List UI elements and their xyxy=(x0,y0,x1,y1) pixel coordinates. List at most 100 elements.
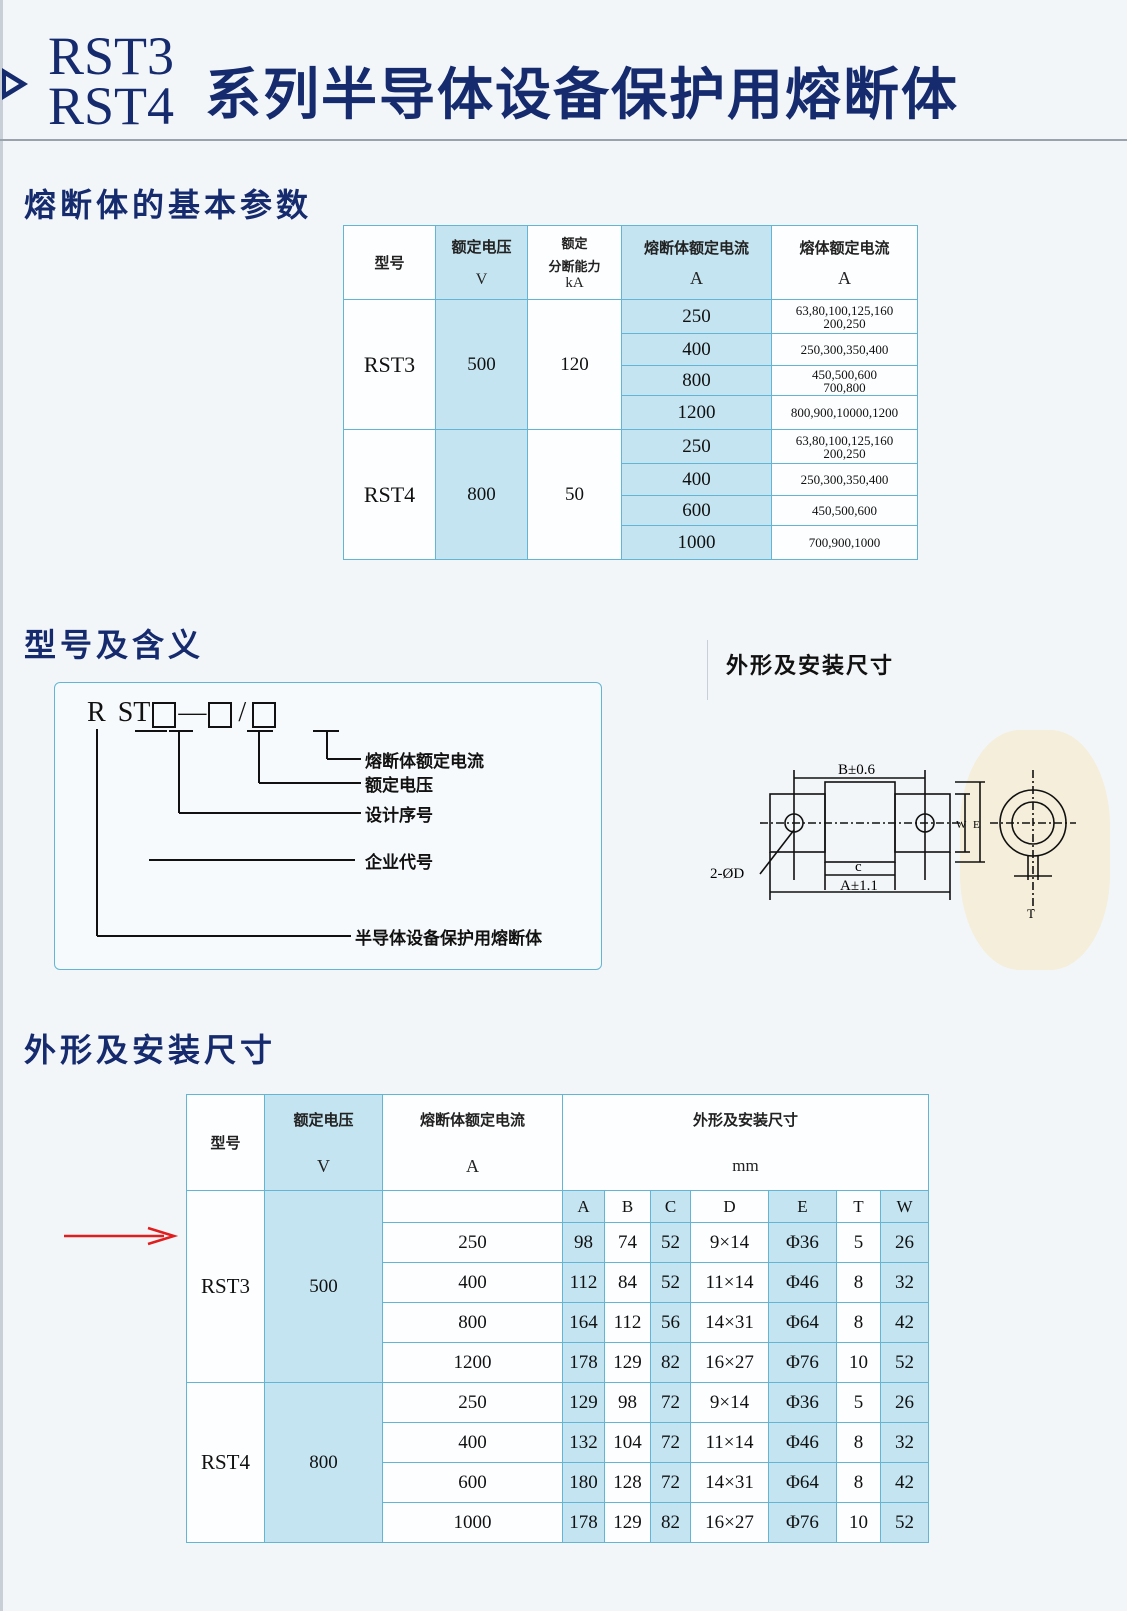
params-breaking-cell: 50 xyxy=(527,429,622,560)
params-fuse-current-cell: 600 xyxy=(621,495,772,526)
header-model-1: RST3 xyxy=(48,26,175,86)
dims-value-cell: 84 xyxy=(604,1262,651,1303)
dims-value-cell: 178 xyxy=(562,1502,605,1543)
dims-value-cell: 180 xyxy=(562,1462,605,1503)
dims-value-cell: 8 xyxy=(836,1262,881,1303)
params-fuse-current-cell: 250 xyxy=(621,429,772,464)
params-melt-current-cell: 450,500,600 xyxy=(771,495,918,526)
dims-value-cell: Φ36 xyxy=(768,1222,837,1263)
dims-col-letter: B xyxy=(604,1190,651,1223)
melt-current-line: 700,800 xyxy=(823,379,866,395)
dims-value-cell: 5 xyxy=(836,1382,881,1423)
code-slot-current xyxy=(252,701,277,728)
dim-label-a: A±1.1 xyxy=(840,878,878,894)
params-fuse-current-cell: 1200 xyxy=(621,395,772,430)
dims-current-cell: 1000 xyxy=(382,1502,563,1543)
meaning-label-current: 熔断体额定电流 xyxy=(365,752,484,772)
dims-value-cell: 98 xyxy=(604,1382,651,1423)
dims-col-letter: C xyxy=(650,1190,691,1223)
dims-section-title: 外形及安装尺寸 xyxy=(24,1031,277,1069)
melt-current-line: 250,300,350,400 xyxy=(800,472,889,487)
dims-header-model: 型号 xyxy=(186,1094,265,1191)
dims-value-cell: 9×14 xyxy=(690,1382,769,1423)
dim-label-e: E xyxy=(973,819,980,831)
dims-value-cell: 42 xyxy=(879,1302,930,1343)
dims-value-cell: Φ64 xyxy=(768,1462,837,1503)
dims-value-cell: 56 xyxy=(650,1302,691,1343)
params-section-title: 熔断体的基本参数 xyxy=(24,186,313,224)
dims-value-cell: Φ76 xyxy=(768,1342,837,1383)
params-row: 400 250,300,350,400 xyxy=(344,463,918,496)
melt-current-line: 63,80,100,125,160 xyxy=(795,432,894,448)
meaning-label-company: 企业代号 xyxy=(365,853,433,873)
params-voltage-cell: 800 xyxy=(435,429,528,560)
params-header-model: 型号 xyxy=(343,225,436,300)
dims-current-cell: 250 xyxy=(382,1382,563,1423)
drawing-title: 外形及安装尺寸 xyxy=(726,654,895,679)
melt-current-line: 250,300,350,400 xyxy=(800,342,889,357)
dims-value-cell: 16×27 xyxy=(690,1342,769,1383)
dims-current-cell: 400 xyxy=(382,1422,563,1463)
dims-value-cell: 112 xyxy=(562,1262,605,1303)
dims-col-letter: T xyxy=(836,1190,881,1223)
params-model-cell: RST4 xyxy=(343,429,436,560)
dims-value-cell: 10 xyxy=(836,1502,881,1543)
params-row: 1200 800,900,10000,1200 xyxy=(344,395,918,430)
dims-col-letter: W xyxy=(879,1190,930,1223)
header-model-2: RST4 xyxy=(48,76,175,136)
dims-value-cell: 8 xyxy=(836,1302,881,1343)
params-voltage-cell: 500 xyxy=(435,299,528,430)
dims-col-letter: E xyxy=(768,1190,837,1223)
dims-model-cell: RST4 xyxy=(186,1382,265,1543)
dims-value-cell: 26 xyxy=(879,1382,930,1423)
dims-value-cell: 11×14 xyxy=(690,1262,769,1303)
melt-current-line: 450,500,600 xyxy=(812,503,877,518)
header-divider xyxy=(0,139,1127,141)
dim-label-d: 2-ØD xyxy=(710,866,744,882)
dims-value-cell: 10 xyxy=(836,1342,881,1383)
params-fuse-current-cell: 400 xyxy=(621,463,772,496)
dims-current-blank xyxy=(382,1190,563,1223)
dims-value-cell: 72 xyxy=(650,1382,691,1423)
dims-value-cell: 14×31 xyxy=(690,1302,769,1343)
params-melt-current-cell: 250,300,350,400 xyxy=(771,463,918,496)
dims-col-letter: A xyxy=(562,1190,605,1223)
dims-value-cell: 112 xyxy=(604,1302,651,1343)
dims-current-cell: 250 xyxy=(382,1222,563,1263)
params-fuse-current-cell: 800 xyxy=(621,365,772,396)
dims-model-cell: RST3 xyxy=(186,1190,265,1383)
dims-value-cell: 178 xyxy=(562,1342,605,1383)
dims-voltage-cell: 800 xyxy=(264,1382,383,1543)
left-edge-rule xyxy=(0,0,3,1611)
dims-value-cell: 132 xyxy=(562,1422,605,1463)
melt-current-line: 200,250 xyxy=(823,315,866,331)
dims-current-cell: 400 xyxy=(382,1262,563,1303)
dims-voltage-cell: 500 xyxy=(264,1190,383,1383)
params-model-cell: RST3 xyxy=(343,299,436,430)
dims-value-cell: Φ76 xyxy=(768,1502,837,1543)
dims-value-cell: 74 xyxy=(604,1222,651,1263)
dims-value-cell: Φ64 xyxy=(768,1302,837,1343)
dims-value-cell: 98 xyxy=(562,1222,605,1263)
dims-value-cell: Φ46 xyxy=(768,1422,837,1463)
dims-current-cell: 600 xyxy=(382,1462,563,1503)
drawing-divider xyxy=(707,640,708,700)
melt-current-line: 800,900,10000,1200 xyxy=(790,405,899,420)
